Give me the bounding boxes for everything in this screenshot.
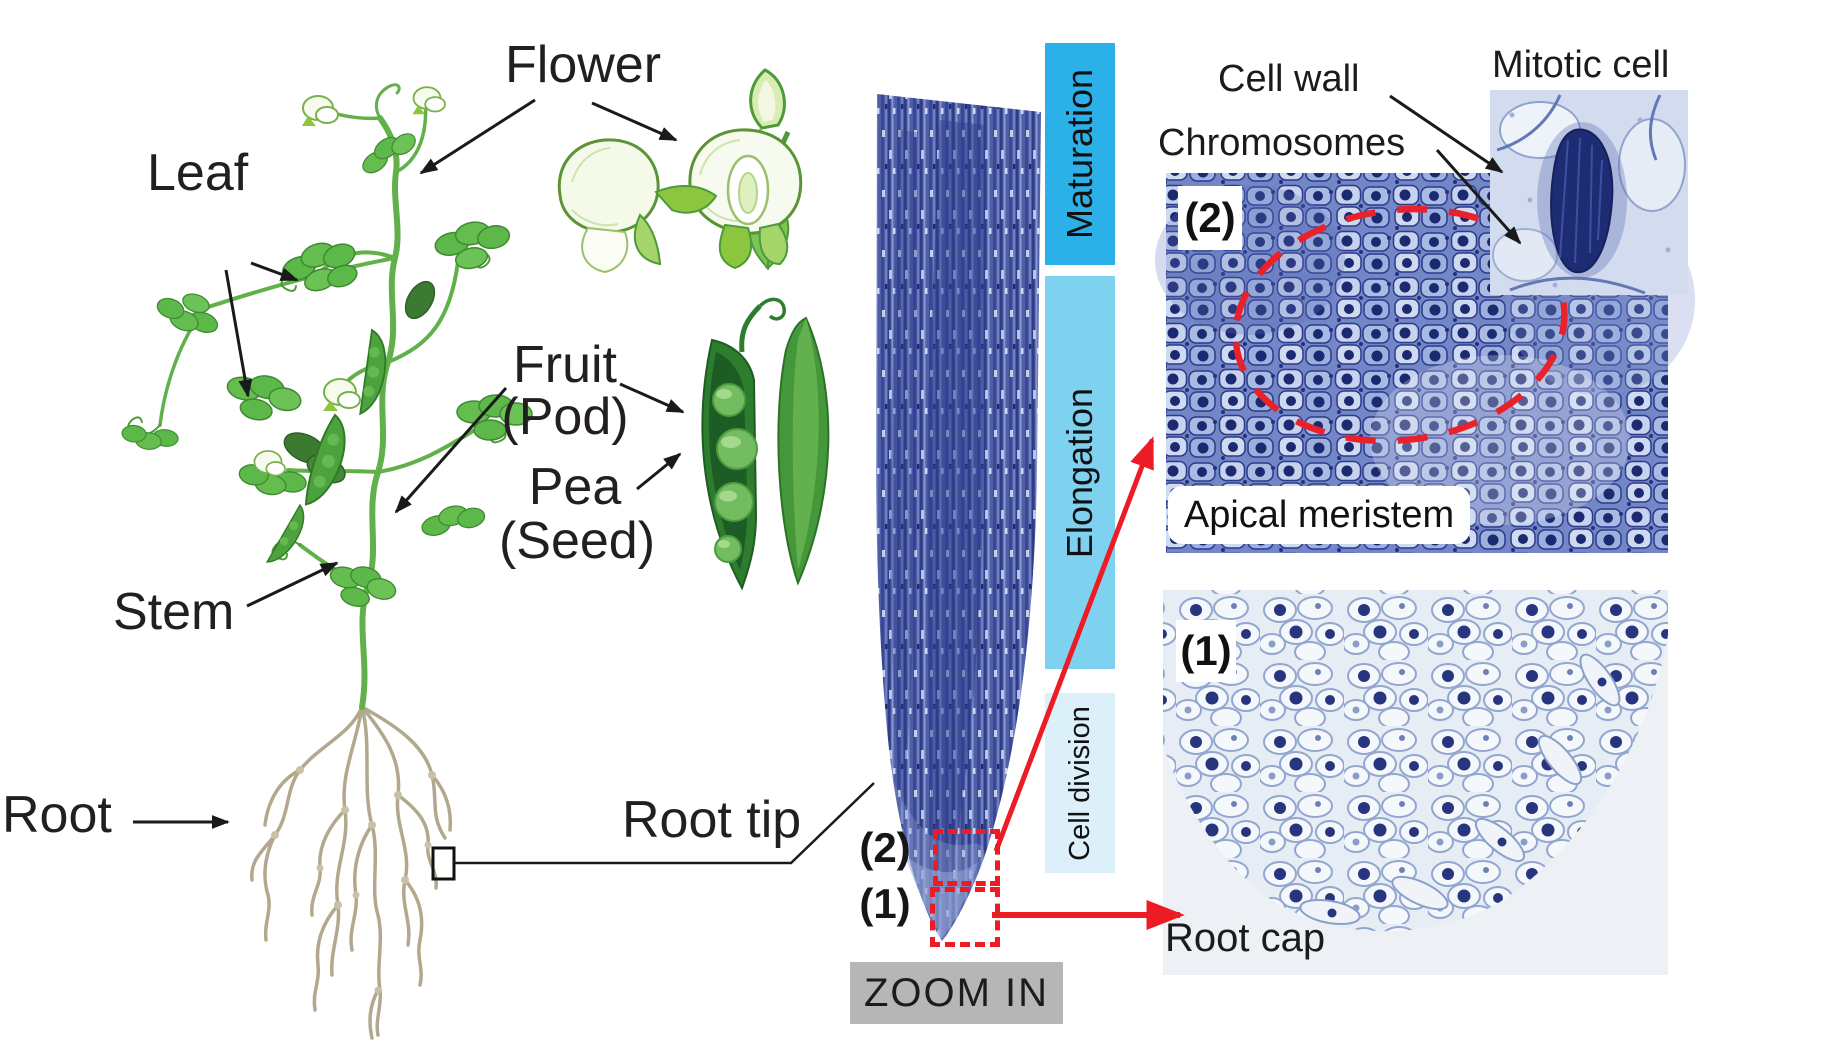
fruit-pod-label: (Pod) bbox=[501, 388, 629, 446]
mitotic-cell-label: Mitotic cell bbox=[1492, 44, 1670, 86]
dashed-zoom-box-2 bbox=[933, 829, 1000, 886]
root-tip-label: Root tip bbox=[622, 791, 802, 849]
mitotic-cell-inset bbox=[1490, 90, 1688, 295]
zoom-arrow-to-meristem bbox=[993, 436, 1155, 852]
tip-marker-2: (2) bbox=[859, 824, 911, 871]
flower-arrow-left bbox=[419, 98, 536, 175]
chromosomes-label: Chromosomes bbox=[1158, 122, 1406, 164]
root-tip-micrograph bbox=[876, 94, 1041, 941]
cell-wall-label: Cell wall bbox=[1218, 58, 1360, 100]
panel-2-badge: (2) bbox=[1178, 186, 1242, 250]
tip-marker-1: (1) bbox=[859, 880, 911, 927]
pea-seed-label: (Seed) bbox=[498, 512, 656, 570]
pod-illustration bbox=[701, 297, 830, 591]
flower-arrow-right bbox=[591, 101, 678, 142]
root-tip-connector-line bbox=[454, 782, 875, 865]
stem-arrow bbox=[246, 561, 339, 608]
meristem-dashed-ellipse bbox=[1232, 205, 1568, 445]
pea-plant-illustration bbox=[121, 83, 533, 1040]
plant-pods bbox=[265, 328, 387, 563]
plant-leaves bbox=[121, 133, 533, 607]
cell-wall-arrow bbox=[1389, 94, 1504, 174]
zone-bar-maturation: Maturation bbox=[1045, 43, 1115, 265]
flower-label: Flower bbox=[505, 36, 662, 94]
fruit-arrow-right bbox=[619, 382, 685, 414]
root-label: Root bbox=[2, 786, 112, 844]
leaf-arrow-lower bbox=[224, 269, 253, 398]
leaf-label: Leaf bbox=[147, 144, 249, 202]
panel-rootcap-micrograph bbox=[1163, 590, 1668, 975]
fruit-label: Fruit bbox=[513, 336, 617, 394]
pea-label: Pea bbox=[528, 458, 622, 516]
chromosomes-arrow bbox=[1435, 149, 1522, 245]
plant-flowers bbox=[253, 86, 446, 477]
root-system-drawing bbox=[250, 705, 453, 1040]
stem-label: Stem bbox=[113, 583, 235, 641]
zoom-in-text: ZOOM IN bbox=[863, 970, 1050, 1015]
apical-meristem-caption: Apical meristem bbox=[1168, 486, 1470, 544]
flower-illustration bbox=[557, 68, 803, 274]
zone-bar-elongation: Elongation bbox=[1045, 276, 1115, 669]
leaf-arrow-upper bbox=[250, 261, 299, 282]
zone-bar-cell-division: Cell division bbox=[1045, 693, 1115, 873]
panel-1-badge: (1) bbox=[1176, 620, 1236, 682]
pea-arrow bbox=[636, 452, 682, 491]
root-cap-caption: Root cap bbox=[1165, 916, 1326, 960]
fruit-arrow-left bbox=[394, 387, 508, 514]
zoom-in-caption: ZOOM IN bbox=[850, 962, 1063, 1024]
